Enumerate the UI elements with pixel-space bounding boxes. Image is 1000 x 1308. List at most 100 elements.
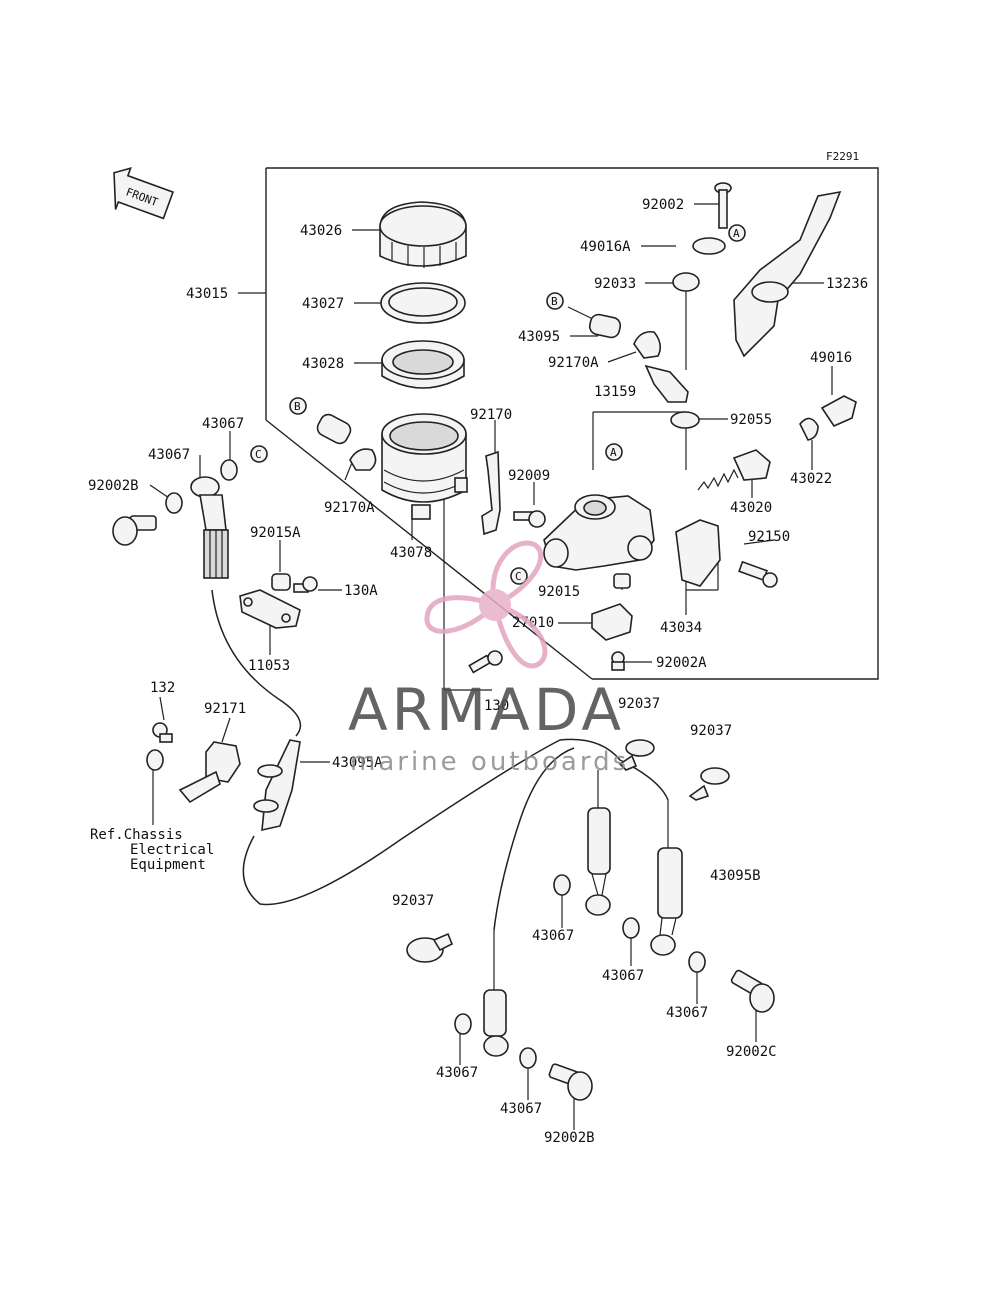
label-92170: 92170: [470, 407, 512, 423]
label-92055: 92055: [730, 412, 772, 428]
watermark: ARMADA marine outboards: [348, 540, 629, 777]
brake-lever: [733, 190, 842, 358]
clamp-92170A-right: [633, 330, 662, 359]
clip-ref-chassis: [146, 749, 164, 771]
label-43067-d: 43067: [602, 968, 644, 984]
boot-49016: [820, 395, 857, 428]
hose-43095A: [253, 739, 301, 832]
banjo-bolt-92002C: [730, 969, 775, 1013]
label-92033: 92033: [594, 276, 636, 292]
reservoir-diaphragm: [381, 340, 465, 389]
o-ring-92055: [670, 411, 700, 429]
callout-a-upper-text: A: [733, 227, 740, 240]
screw-132: [152, 722, 173, 743]
elbow-hose-13159: [644, 364, 689, 403]
label-43078: 43078: [390, 545, 432, 561]
ref-note-line-2: Electrical: [130, 842, 214, 858]
label-43015: 43015: [186, 286, 228, 302]
banjo-fitting-bottom: [483, 989, 509, 1057]
assembly-frame: [266, 167, 879, 680]
propeller-logo-icon: [424, 540, 548, 669]
label-92002B-b: 92002B: [544, 1130, 595, 1146]
label-92015A: 92015A: [250, 525, 301, 541]
label-49016A: 49016A: [580, 239, 631, 255]
label-92015: 92015: [538, 584, 580, 600]
label-43095B: 43095B: [710, 868, 761, 884]
callout-c-left-text: C: [255, 448, 262, 461]
watermark-tagline: marine outboards: [350, 747, 629, 777]
label-43067-c: 43067: [532, 928, 574, 944]
label-130: 130: [484, 698, 509, 714]
callout-a-upper: A: [728, 224, 746, 242]
brake-light-switch: [591, 603, 633, 641]
hose-line-left: [211, 589, 302, 737]
label-43067-g: 43067: [500, 1101, 542, 1117]
callout-b-right-text: B: [551, 295, 558, 308]
screw-92002A: [611, 651, 625, 671]
bolt-92150: [738, 560, 778, 588]
part-labels: 43026 43027 43028 43015 43067 43067 9200…: [88, 197, 868, 1146]
holder-43034: [675, 519, 721, 587]
piston-assembly-43020: [697, 449, 771, 491]
label-43067-b: 43067: [148, 447, 190, 463]
watermark-brand: ARMADA: [348, 676, 625, 744]
clamp-92037-right: [688, 767, 730, 801]
label-43027: 43027: [302, 296, 344, 312]
hose-line-center: [493, 747, 575, 931]
washer-43067-e: [688, 951, 706, 973]
ref-note: Ref.Chassis Electrical Equipment: [90, 827, 214, 873]
clamp-92037-lower: [406, 932, 454, 963]
reservoir-bracket: [481, 450, 501, 536]
label-132: 132: [150, 680, 175, 696]
washer-43067-c: [553, 874, 571, 896]
propeller-blade-3: [424, 595, 500, 634]
label-92150: 92150: [748, 529, 790, 545]
washer-43067-left: [165, 492, 183, 514]
label-11053: 11053: [248, 658, 290, 674]
switch-92171: [178, 741, 241, 804]
bolt-92009: [513, 510, 546, 528]
cap-92015: [613, 573, 631, 589]
label-43020: 43020: [730, 500, 772, 516]
propeller-blade-2: [491, 601, 548, 669]
hose-fitting-b-left: [316, 413, 377, 471]
label-43095: 43095: [518, 329, 560, 345]
label-13159: 13159: [594, 384, 636, 400]
label-43034: 43034: [660, 620, 702, 636]
label-13236: 13236: [826, 276, 868, 292]
label-43022: 43022: [790, 471, 832, 487]
label-92002: 92002: [642, 197, 684, 213]
screw-130: [468, 650, 503, 674]
label-92170A-a: 92170A: [324, 500, 375, 516]
label-92002C: 92002C: [726, 1044, 777, 1060]
ref-note-line-3: Equipment: [130, 857, 206, 873]
bolt-92002-upper: [714, 182, 732, 229]
label-92037-b: 92037: [690, 723, 732, 739]
callout-b-left: B: [289, 397, 307, 415]
master-cylinder-body: [543, 494, 655, 571]
label-43067-f: 43067: [436, 1065, 478, 1081]
callout-a-lower-text: A: [610, 446, 617, 459]
screw-130A: [293, 576, 318, 593]
banjo-bolt-92002B-lower: [548, 1063, 593, 1101]
banjo-fitting-center: [585, 807, 611, 916]
circlip-43022: [799, 417, 819, 441]
reservoir-plate-inner: [388, 287, 458, 317]
reservoir-cap: [379, 201, 467, 268]
propeller-hub: [479, 589, 511, 621]
clamp-92037-upper: [618, 739, 655, 771]
washer-43067-f: [454, 1013, 472, 1035]
label-92037-a: 92037: [618, 696, 660, 712]
hose-line-lower: [242, 738, 669, 906]
hose-fitting-b-right: [588, 313, 622, 339]
propeller-blade-1: [490, 540, 544, 609]
banjo-fitting-right: [650, 847, 683, 956]
front-arrow-icon: FRONT: [113, 166, 175, 220]
boot-49016A: [692, 237, 726, 255]
figure-code: F2291: [826, 150, 859, 163]
label-43067-a: 43067: [202, 416, 244, 432]
reservoir-tank: [381, 413, 468, 520]
label-92171: 92171: [204, 701, 246, 717]
washer-43067-upper: [220, 459, 238, 481]
